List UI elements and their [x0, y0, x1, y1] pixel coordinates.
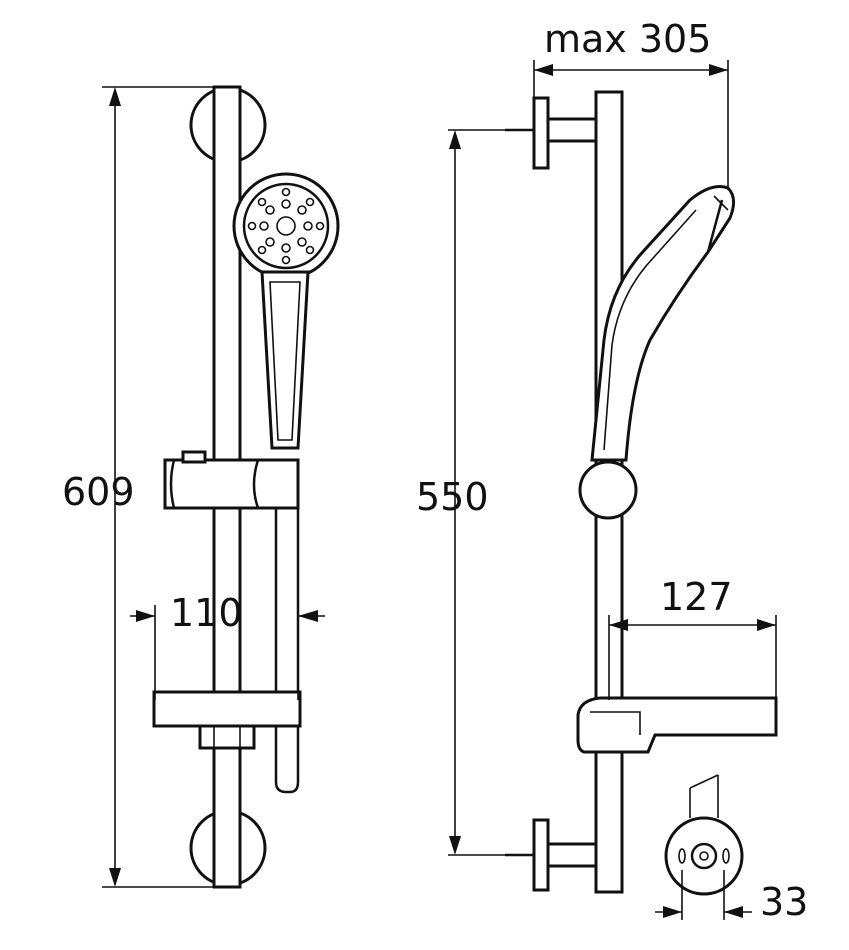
soap-dish: [152, 690, 302, 750]
side-view: [448, 60, 778, 920]
height-dimension-line: [102, 86, 222, 888]
max-projection-dimension-line: [533, 60, 729, 190]
offset-dimension-line: [130, 605, 325, 700]
max-projection-label: max 305: [544, 17, 711, 61]
bottom-wall-fixing: [505, 818, 600, 892]
swivel-holder-side: [578, 460, 638, 520]
front-view: [102, 85, 340, 889]
rail-offset-label: 110: [170, 591, 243, 635]
height-dimension-label: 609: [62, 470, 135, 514]
top-wall-fixing: [505, 96, 600, 170]
rail-diameter-label: 33: [760, 880, 808, 924]
fixing-centres-dimension-line: [448, 129, 505, 856]
fixing-centres-label: 550: [416, 475, 489, 519]
rail-cross-section: [664, 774, 744, 896]
soap-dish-side: [576, 696, 778, 754]
shelf-projection-dimension-line: [608, 615, 777, 700]
shower-hose: [274, 505, 300, 794]
slider-holder: [163, 450, 300, 510]
shelf-projection-label: 127: [660, 575, 733, 619]
hand-shower-side: [590, 185, 735, 462]
diameter-dimension-line: [655, 870, 752, 920]
hand-shower-head: [232, 172, 340, 450]
